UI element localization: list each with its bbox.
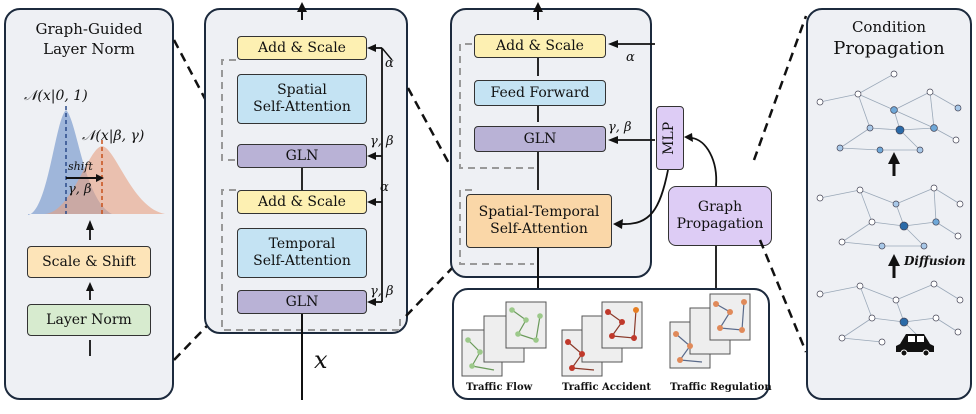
temporal-attn-line2: Self-Attention	[253, 253, 351, 269]
gln-block-bottom: GLN	[237, 290, 367, 314]
graph-propagation-block: Graph Propagation	[668, 186, 772, 246]
add-scale-block-bottom: Add & Scale	[237, 190, 367, 214]
panel-a-title-line1: Graph-Guided	[35, 20, 143, 38]
panel-a-title-line2: Layer Norm	[43, 40, 135, 58]
shift-params-label: γ, β	[68, 182, 92, 197]
gamma-beta-label-top: γ, β	[370, 134, 394, 149]
mlp-block: MLP	[656, 106, 684, 170]
input-x-label: x	[314, 346, 328, 374]
gamma-beta-label-bottom: γ, β	[370, 284, 394, 299]
gln-block-c: GLN	[474, 126, 606, 152]
add-scale-block-top: Add & Scale	[237, 36, 367, 60]
traffic-flow-maps	[461, 301, 547, 377]
alpha-label-bottom: α	[380, 180, 389, 195]
traffic-regulation-caption: Traffic Regulation	[670, 382, 772, 393]
spatial-temporal-attention-block: Spatial-Temporal Self-Attention	[466, 194, 612, 248]
graph-bottom	[819, 283, 961, 343]
traffic-flow-caption: Traffic Flow	[466, 382, 533, 393]
feed-forward-block: Feed Forward	[474, 80, 606, 106]
traffic-regulation-maps	[669, 293, 751, 369]
graph-prop-line2: Propagation	[676, 216, 764, 232]
spatial-attn-line2: Self-Attention	[253, 99, 351, 115]
temporal-self-attention-block: Temporal Self-Attention	[237, 228, 367, 278]
traffic-accident-caption: Traffic Accident	[562, 382, 652, 393]
standard-normal-label: 𝒩(x|0, 1)	[24, 88, 88, 104]
alpha-label-top: α	[385, 56, 394, 71]
condition-propagation-panel	[806, 8, 972, 400]
alpha-label-c: α	[626, 50, 635, 65]
car-icon	[896, 334, 934, 357]
diffusion-label: Diffusion	[904, 254, 966, 268]
spatial-temporal-encoder-panel	[204, 8, 408, 334]
graph-bottom-nodes	[816, 280, 964, 346]
st-attn-line2: Self-Attention	[490, 221, 588, 237]
add-scale-block-c: Add & Scale	[474, 34, 606, 58]
shift-label: shift	[68, 160, 93, 173]
graph-middle	[819, 187, 961, 247]
st-attn-line1: Spatial-Temporal	[478, 204, 600, 221]
spatial-attn-line1: Spatial	[277, 82, 327, 99]
spatial-self-attention-block: Spatial Self-Attention	[237, 74, 367, 124]
shifted-normal-label: 𝒩(x|β, γ)	[82, 128, 145, 144]
panel-d-title-line2: Propagation	[833, 38, 945, 59]
graph-middle-nodes	[816, 184, 964, 250]
traffic-accident-maps	[561, 301, 643, 377]
temporal-attn-line1: Temporal	[268, 236, 336, 253]
layer-norm-block: Layer Norm	[27, 304, 151, 336]
graph-prop-line1: Graph	[697, 199, 743, 216]
scale-shift-block: Scale & Shift	[27, 246, 151, 278]
panel-d-title-line1: Condition	[851, 18, 927, 36]
graph-top-nodes	[816, 70, 962, 154]
gamma-beta-label-c: γ, β	[608, 120, 632, 135]
graph-top	[819, 73, 959, 151]
gln-block-top: GLN	[237, 144, 367, 168]
